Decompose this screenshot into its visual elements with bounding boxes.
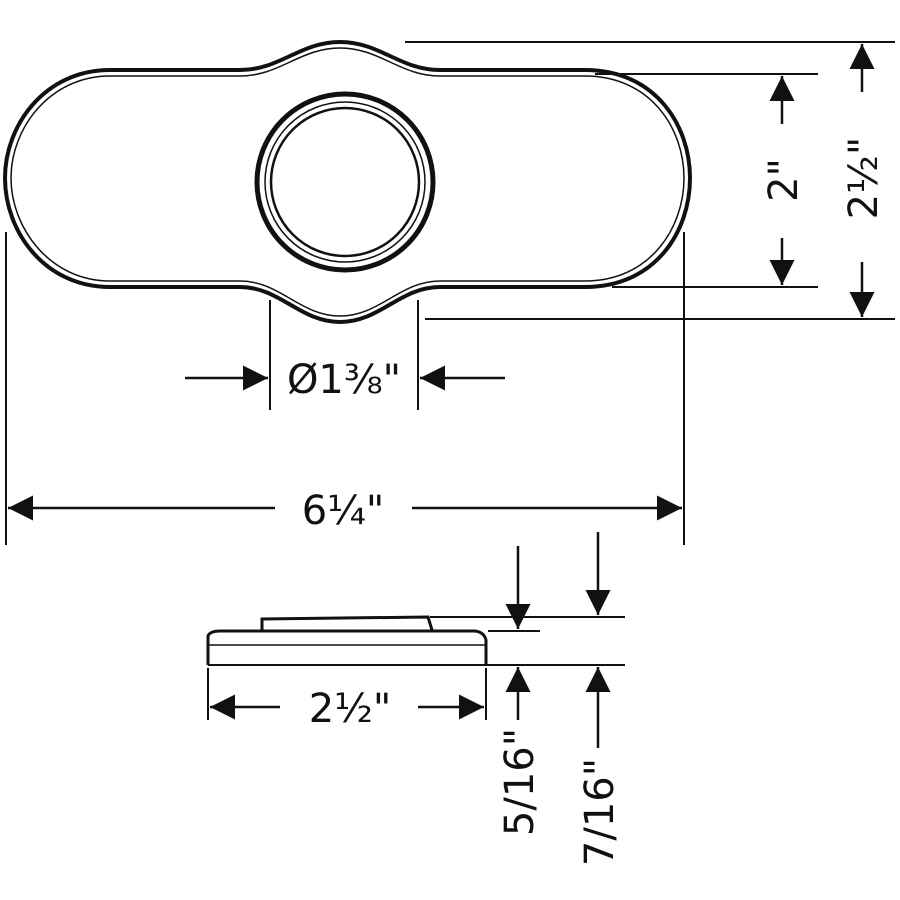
escutcheon-top-view — [2, 39, 693, 325]
total-height-label: 7/16" — [577, 758, 623, 866]
base-width-label: 2½" — [309, 686, 392, 732]
step-height-dimension: 5/16" — [497, 546, 543, 836]
base-width-dimension: 2½" — [207, 668, 487, 732]
bore-diameter-dimension: Ø1⅜" — [185, 300, 505, 410]
overall-length-label: 6¼" — [302, 488, 385, 534]
bore-outer-ring — [254, 91, 436, 273]
total-height-dimension: 7/16" — [577, 532, 623, 866]
plate-inner-edge — [10, 47, 685, 317]
bore-diameter-label: Ø1⅜" — [287, 357, 401, 403]
plate-outline — [2, 39, 693, 325]
side-view-boss — [260, 615, 434, 632]
escutcheon-side-view — [206, 615, 625, 666]
bore-middle-ring — [264, 101, 426, 263]
step-height-label: 5/16" — [497, 728, 543, 836]
overall-length-dimension: 6¼" — [5, 232, 685, 545]
side-view-base — [206, 629, 488, 665]
bore-inner-ring — [269, 106, 421, 258]
overall-height-label: 2½" — [841, 137, 887, 220]
height-dimensions: 2" 2½" — [405, 41, 895, 320]
inner-height-label: 2" — [761, 158, 807, 202]
